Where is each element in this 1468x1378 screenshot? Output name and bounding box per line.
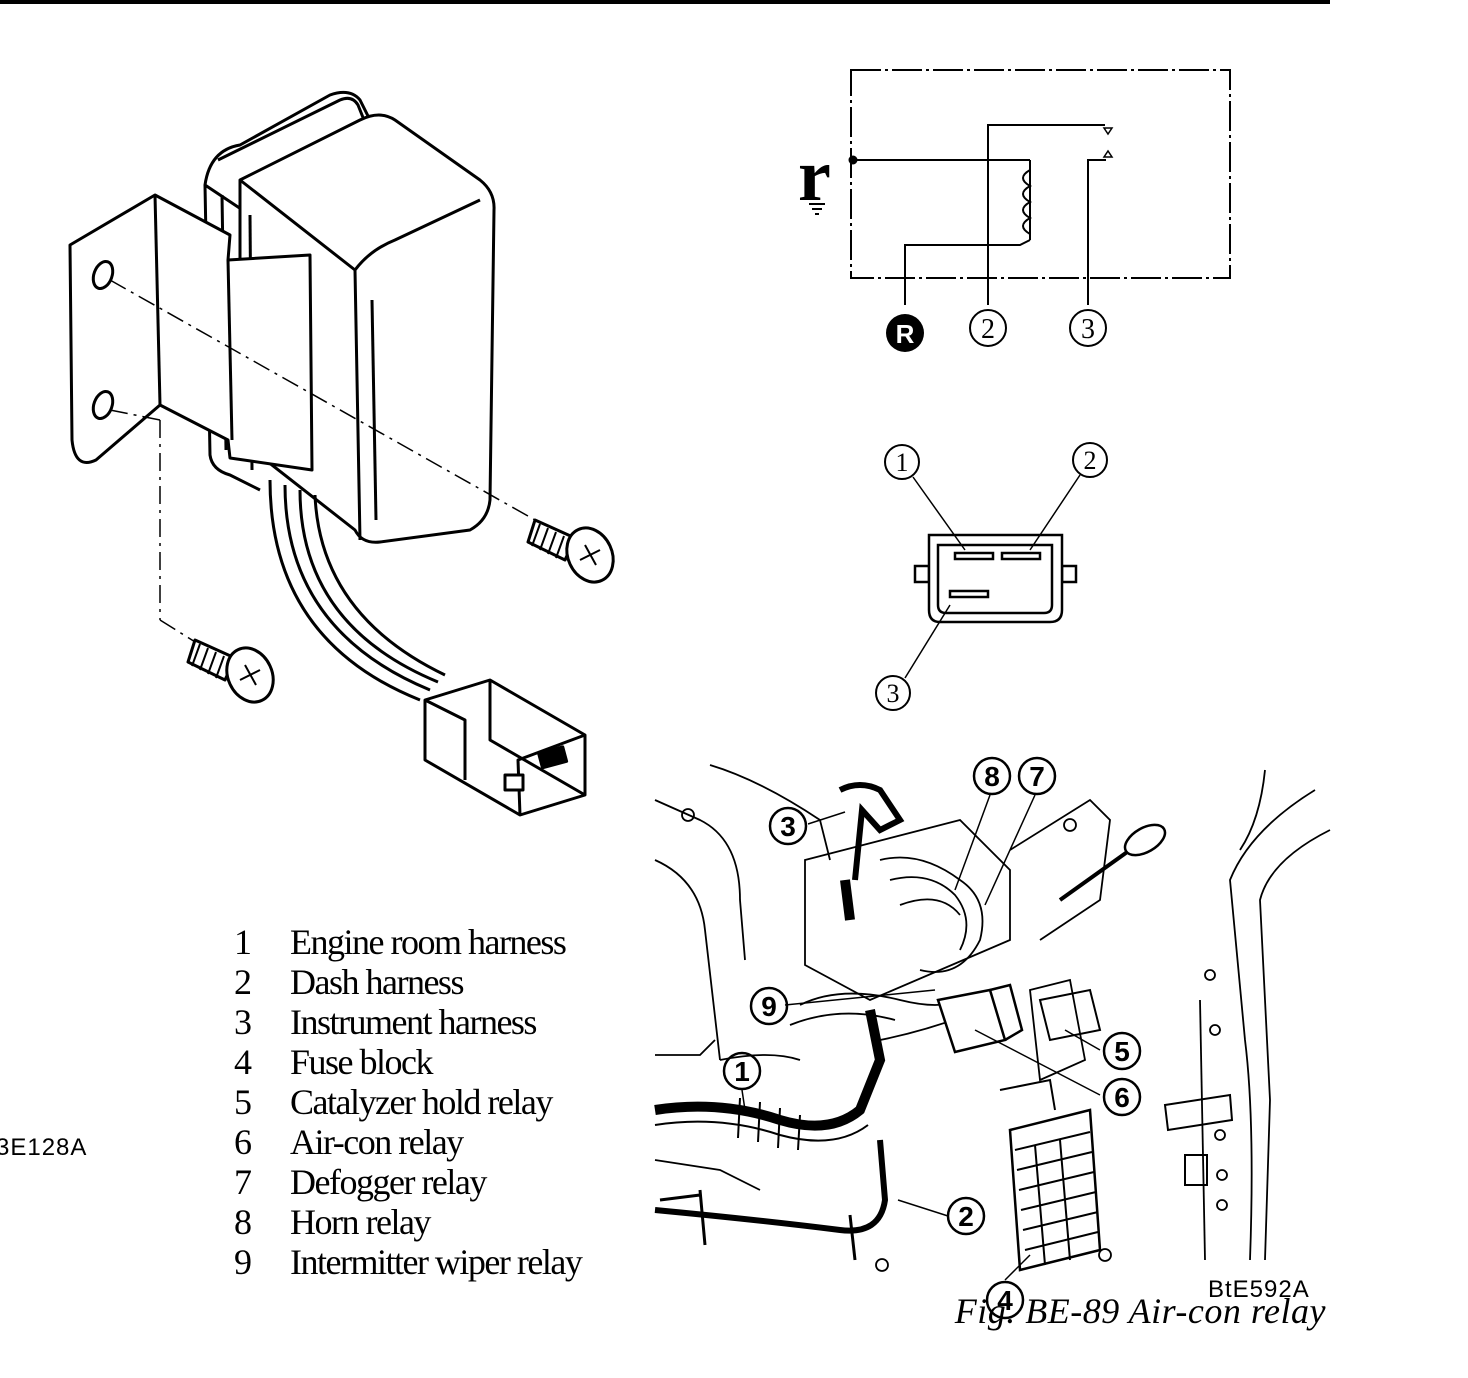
callout-9-circle [749, 986, 789, 1026]
callout-6-label: 6 [1114, 1082, 1130, 1113]
wire-to-terminal-3 [1087, 159, 1106, 305]
legend-number: 2 [234, 962, 252, 1002]
pin-callout-1-circle [884, 444, 920, 480]
leader-pin-3 [904, 604, 951, 679]
legend-number: 9 [234, 1242, 252, 1282]
legend-number: 7 [234, 1162, 252, 1202]
screw-lower [186, 638, 275, 704]
relay-plug [423, 678, 587, 817]
callout-6-circle [1102, 1077, 1142, 1117]
pin-slot-3 [948, 589, 990, 599]
wire-to-terminal-2 [987, 124, 1105, 305]
legend-row: 3 Instrument harness [228, 1002, 581, 1042]
legend-row: 8 Horn relay [228, 1202, 581, 1242]
callout-4-circle [985, 1280, 1025, 1320]
legend-number: 4 [234, 1042, 252, 1082]
terminal-r-label: R [896, 319, 915, 349]
callout-8-circle [972, 756, 1012, 796]
pin-callout-3-label: 3 [887, 679, 900, 708]
legend-number: 8 [234, 1202, 252, 1242]
legend-label: Engine room harness [290, 922, 567, 962]
contact-upper-icon [1102, 127, 1114, 136]
relay-unit-drawing [68, 90, 615, 817]
callout-7-circle [1017, 756, 1057, 796]
callout-4-label: 4 [997, 1285, 1013, 1316]
terminal-3-circle [1069, 309, 1107, 347]
legend-label: Horn relay [290, 1202, 431, 1242]
legend-row: 2 Dash harness [228, 962, 581, 1002]
terminal-2-label: 2 [981, 314, 995, 345]
legend-label: Instrument harness [290, 1002, 537, 1042]
legend-label: Intermitter wiper relay [290, 1242, 583, 1282]
pin-slot-2 [1000, 551, 1042, 561]
mounting-bracket [68, 193, 314, 472]
legend-label: Defogger relay [290, 1162, 487, 1202]
figure-code-right: BtE592A [1208, 1276, 1310, 1303]
terminal-3-label: 3 [1081, 314, 1095, 345]
installation-view [654, 756, 1331, 1320]
legend-row: 5 Catalyzer hold relay [228, 1082, 581, 1122]
terminal-r-badge [886, 314, 924, 352]
pin-callout-2-circle [1072, 442, 1108, 478]
legend-row: 4 Fuse block [228, 1042, 581, 1082]
top-rule [0, 0, 1330, 4]
callout-3-circle [768, 806, 808, 846]
callout-7-label: 7 [1029, 761, 1045, 792]
callout-5-label: 5 [1114, 1036, 1130, 1067]
pin-slot-1 [953, 551, 995, 561]
legend-row: 9 Intermitter wiper relay [228, 1242, 583, 1282]
legend-label: Air-con relay [290, 1122, 464, 1162]
callout-2-label: 2 [958, 1201, 974, 1232]
legend-number: 5 [234, 1082, 252, 1122]
legend-label: Fuse block [290, 1042, 434, 1082]
pin-callout-1-label: 1 [896, 448, 909, 477]
legend-row: 6 Air-con relay [228, 1122, 581, 1162]
terminal-2-circle [969, 309, 1007, 347]
callout-3-label: 3 [780, 811, 796, 842]
connector-face-view [875, 442, 1108, 711]
junction-dot [848, 155, 858, 165]
callout-1-circle [722, 1051, 762, 1091]
figure-caption: Fig. BE-89 Air-con relay [954, 1291, 1326, 1331]
legend-label: Catalyzer hold relay [290, 1082, 553, 1122]
leader-pin-1 [912, 476, 966, 551]
wire-to-terminal-r [904, 239, 1031, 305]
screw-upper [526, 518, 615, 584]
legend-row: 7 Defogger relay [228, 1162, 581, 1202]
relay-wires [268, 479, 446, 702]
legend-label: Dash harness [290, 962, 464, 1002]
callout-8-label: 8 [984, 761, 1000, 792]
leader-pin-2 [1029, 474, 1081, 551]
schematic-frame [850, 69, 1231, 279]
callout-1-label: 1 [734, 1056, 750, 1087]
pin-callout-2-label: 2 [1084, 446, 1097, 475]
callout-5-circle [1102, 1031, 1142, 1071]
legend-number: 6 [234, 1122, 252, 1162]
coil-icon [1022, 169, 1033, 235]
legend-number: 3 [234, 1002, 252, 1042]
relay-schematic [809, 69, 1231, 352]
callout-2-circle [946, 1196, 986, 1236]
installation-leaders [741, 794, 1101, 1281]
contact-lower-icon [1102, 149, 1114, 158]
legend-number: 1 [234, 922, 252, 962]
callout-9-label: 9 [761, 991, 777, 1022]
figure-code-left: 3E128A [0, 1134, 88, 1161]
schematic-ground-letter: r [798, 135, 831, 217]
legend-row: 1 Engine room harness [228, 922, 581, 962]
ground-icon [809, 203, 825, 215]
parts-legend: 1 Engine room harness 2 Dash harness 3 I… [228, 922, 583, 1282]
pin-callout-3-circle [875, 675, 911, 711]
